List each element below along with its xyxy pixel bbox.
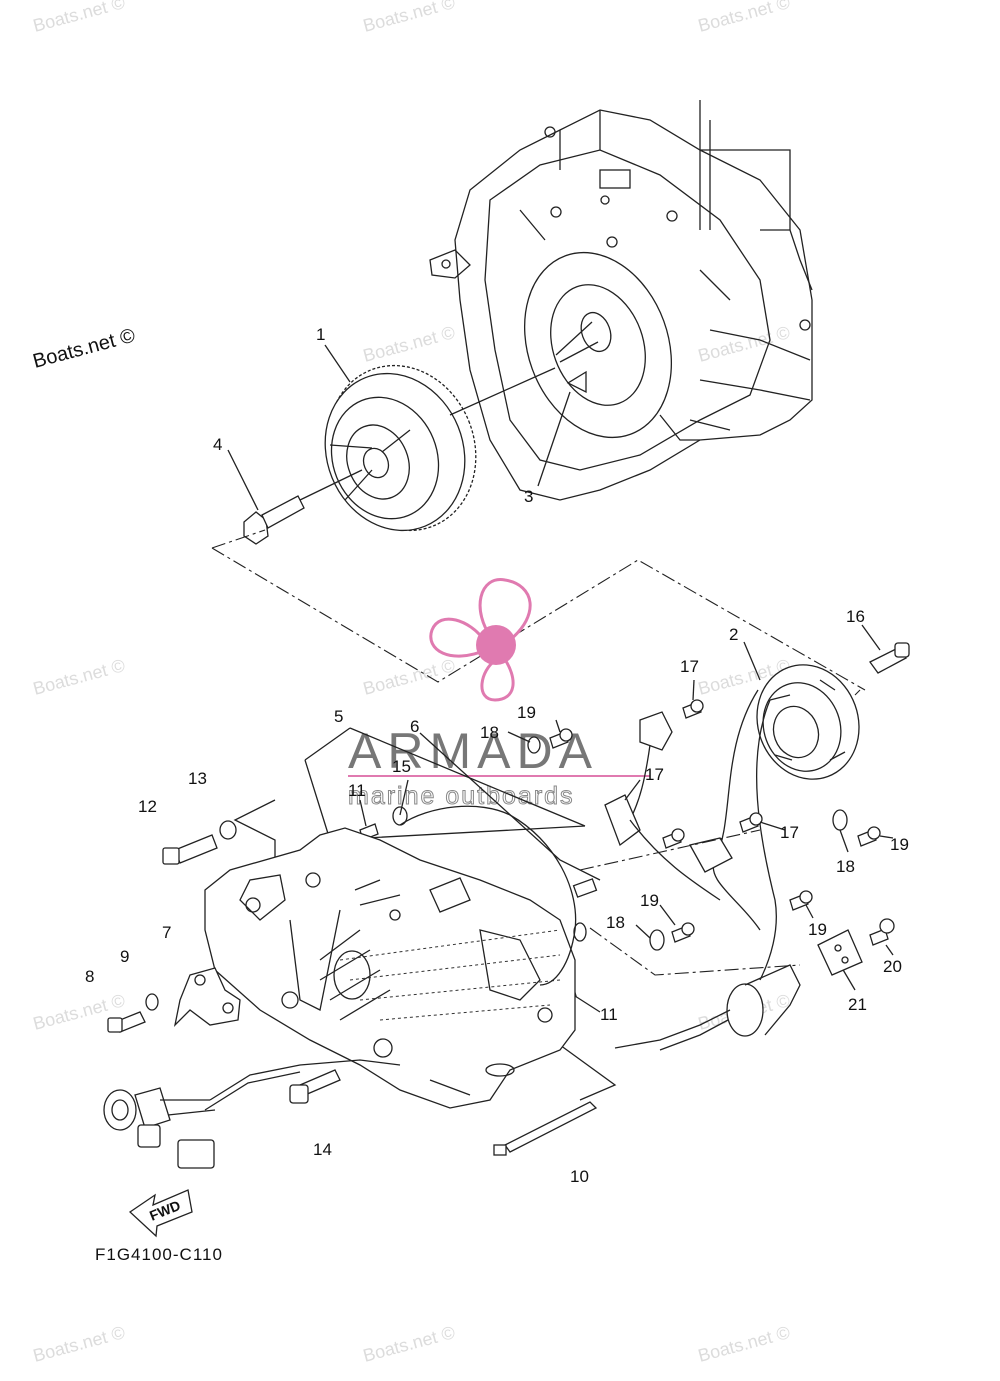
screws [359, 699, 895, 1003]
callout-3: 3 [524, 487, 533, 506]
brand-name: ARMADA [348, 723, 598, 779]
flywheel-rotor [324, 364, 477, 532]
wire-harness [103, 1059, 401, 1169]
callout-13: 13 [188, 769, 207, 788]
engine-block [429, 100, 813, 501]
callout-6: 6 [410, 717, 419, 736]
callout-17: 17 [780, 823, 799, 842]
callout-2: 2 [729, 625, 738, 644]
bracket-frame [559, 1044, 617, 1101]
watermark: Boats.net © [696, 1322, 792, 1366]
callout-4: 4 [213, 435, 222, 454]
stator-assembly [712, 664, 860, 981]
callout-19: 19 [517, 703, 536, 722]
bracket-frame [304, 727, 586, 841]
flywheel-bolt [243, 495, 305, 545]
phantom-line [579, 829, 801, 976]
cable-tie [493, 1101, 598, 1156]
callout-numbers: 1 2 3 4 5 6 7 8 9 10 11 11 12 13 14 15 1… [85, 325, 909, 1186]
callout-19: 19 [808, 920, 827, 939]
callout-5: 5 [334, 707, 343, 726]
watermark: Boats.net © [31, 0, 127, 36]
washers [527, 736, 848, 951]
callout-19: 19 [640, 891, 659, 910]
propeller-icon [429, 578, 532, 702]
o-ring-wire [399, 805, 577, 986]
o-ring [392, 806, 408, 826]
stator-bolt [869, 642, 910, 674]
callout-16: 16 [846, 607, 865, 626]
callout-17: 17 [680, 657, 699, 676]
fwd-arrow-icon: FWD [128, 1189, 193, 1238]
leader-line [299, 469, 363, 501]
watermark: Boats.net © [31, 1322, 127, 1366]
watermark: Boats.net © [361, 322, 457, 366]
diagram-code: F1G4100-C110 [95, 1245, 223, 1264]
callout-19: 19 [890, 835, 909, 854]
watermark: Boats.net © [361, 0, 457, 36]
watermark: Boats.net © [696, 0, 792, 36]
callout-17: 17 [645, 765, 664, 784]
cover-bolt-lower [289, 1069, 341, 1104]
callout-10: 10 [570, 1167, 589, 1186]
watermark-main: Boats.net © [31, 324, 138, 372]
armada-logo: ARMADA marine outboards [348, 578, 650, 811]
leader-line [449, 367, 556, 416]
dowel-pin [572, 878, 598, 898]
watermark: Boats.net © [696, 322, 792, 366]
watermark: Boats.net © [31, 655, 127, 699]
callout-7: 7 [162, 923, 171, 942]
cover-bolt [162, 820, 237, 865]
callout-15: 15 [392, 757, 411, 776]
bracket-clip [107, 967, 241, 1033]
callout-18: 18 [606, 913, 625, 932]
phantom-line [854, 689, 861, 696]
watermark-layer: Boats.net © Boats.net © Boats.net © Boat… [31, 0, 792, 1366]
phantom-line [211, 547, 866, 691]
pulser-coil [604, 711, 733, 901]
callout-leaders [227, 344, 894, 1013]
callout-8: 8 [85, 967, 94, 986]
watermark: Boats.net © [361, 1322, 457, 1366]
callout-9: 9 [120, 947, 129, 966]
callout-11: 11 [348, 781, 366, 800]
callout-18: 18 [836, 857, 855, 876]
callout-14: 14 [313, 1140, 332, 1159]
callout-21: 21 [848, 995, 867, 1014]
callout-20: 20 [883, 957, 902, 976]
watermark: Boats.net © [361, 655, 457, 699]
callout-12: 12 [138, 797, 157, 816]
o-ring [573, 922, 587, 942]
crankcase-cover [204, 827, 576, 1109]
callout-11: 11 [600, 1005, 618, 1024]
grommet-wire [614, 929, 863, 1051]
callout-18: 18 [480, 723, 499, 742]
phantom-line [211, 529, 266, 549]
callout-1: 1 [316, 325, 325, 344]
